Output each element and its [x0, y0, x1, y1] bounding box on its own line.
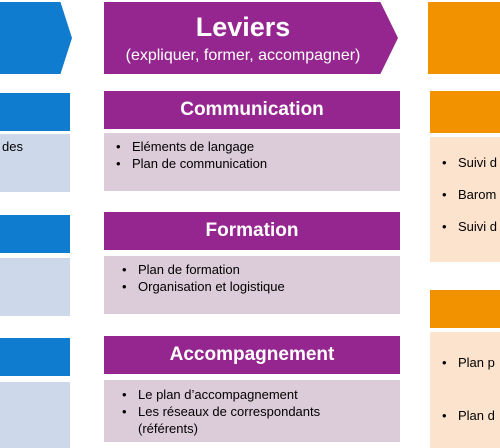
list-item: Le plan d’accompagnement — [110, 386, 360, 403]
communication-list: Eléments de langage Plan de communicatio… — [104, 138, 400, 172]
list-item: Plan de communication — [104, 155, 400, 172]
left-header-1 — [0, 93, 70, 131]
formation-box: Plan de formation Organisation et logist… — [104, 256, 400, 314]
accompagnement-box: Le plan d’accompagnement Les réseaux de … — [104, 380, 400, 442]
list-item: Les réseaux de correspondants (référents… — [110, 403, 360, 437]
right-chevron-arrow — [428, 2, 500, 74]
formation-list: Plan de formation Organisation et logist… — [110, 261, 400, 295]
list-item: Suivi d — [430, 218, 500, 235]
list-item: Plan p — [430, 354, 500, 371]
list-item: Plan d — [430, 407, 500, 424]
list-item: Suivi d — [430, 154, 500, 171]
communication-box: Eléments de langage Plan de communicatio… — [104, 133, 400, 191]
formation-title: Formation — [205, 220, 299, 241]
right-header-2 — [430, 290, 500, 328]
levers-subtitle: (expliquer, former, accompagner) — [125, 47, 361, 64]
list-item: Eléments de langage — [104, 138, 400, 155]
list-item: Organisation et logistique — [110, 278, 400, 295]
levers-chevron-arrow: Leviers (expliquer, former, accompagner) — [104, 2, 398, 74]
list-item: Plan de formation — [110, 261, 400, 278]
left-box-1: des — [0, 134, 70, 192]
formation-header: Formation — [104, 212, 400, 250]
communication-title: Communication — [180, 99, 324, 120]
right-header-1 — [430, 91, 500, 133]
list-item: Barom — [430, 186, 500, 203]
right-box-2: Plan p Plan d — [430, 332, 500, 448]
left-box-1-text: des — [2, 139, 23, 154]
left-box-3 — [0, 382, 70, 448]
levers-title: Leviers — [195, 12, 291, 42]
left-header-3 — [0, 338, 70, 376]
accompagnement-header: Accompagnement — [104, 336, 400, 374]
right-box-2-list: Plan p Plan d — [430, 354, 500, 424]
accompagnement-list: Le plan d’accompagnement Les réseaux de … — [110, 386, 360, 437]
right-box-1-list: Suivi d Barom Suivi d — [430, 154, 500, 235]
right-box-1: Suivi d Barom Suivi d — [430, 137, 500, 262]
left-header-2 — [0, 215, 70, 253]
communication-header: Communication — [104, 91, 400, 129]
accompagnement-title: Accompagnement — [169, 344, 335, 365]
left-box-2 — [0, 258, 70, 316]
left-chevron-arrow — [0, 2, 72, 74]
